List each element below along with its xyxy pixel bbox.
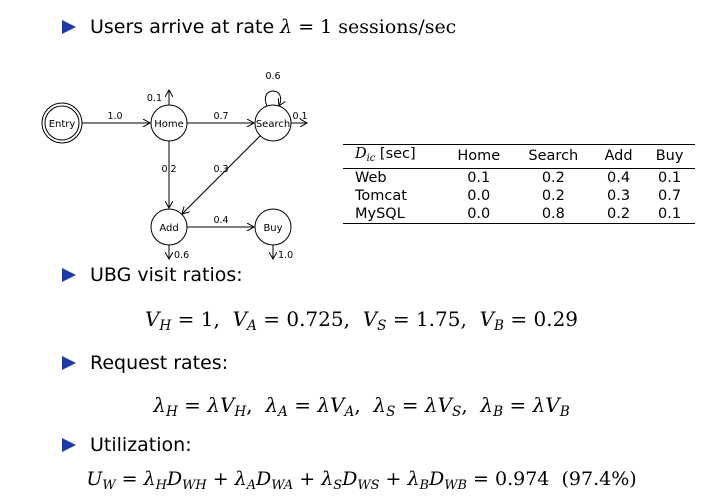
edge-label-search-self: 0.6 bbox=[265, 71, 280, 82]
table-cell: 0.7 bbox=[658, 187, 682, 204]
lambda-symbol: λ bbox=[280, 16, 293, 38]
table-header-unit: [sec] bbox=[379, 146, 416, 162]
node-add: Add bbox=[150, 208, 188, 246]
bullet-triangle-icon bbox=[62, 20, 76, 34]
table-cell: 0.3 bbox=[606, 187, 631, 204]
visit-ratios-text: UBG visit ratios: bbox=[90, 264, 243, 286]
table-row-name: Tomcat bbox=[355, 187, 407, 204]
edge-label-add-exit: 0.6 bbox=[174, 250, 189, 261]
bullet-triangle-icon bbox=[62, 438, 76, 452]
table-col-home: Home bbox=[457, 148, 501, 165]
edge-label-home-add: 0.2 bbox=[161, 164, 176, 175]
node-entry: Entry bbox=[41, 102, 83, 144]
table-header-demand: Dic [sec] bbox=[355, 146, 416, 164]
table-cell: 0.1 bbox=[467, 169, 491, 186]
table-col-search: Search bbox=[528, 148, 579, 165]
table-row: Tomcat 0.0 0.2 0.3 0.7 bbox=[343, 187, 695, 205]
arrival-eq: = 1 sessions/sec bbox=[298, 16, 457, 38]
node-home-label: Home bbox=[154, 119, 184, 130]
edge-label-add-buy: 0.4 bbox=[213, 215, 228, 226]
edge-label-search-exit: 0.1 bbox=[292, 111, 307, 122]
table-cell: 0.1 bbox=[658, 205, 682, 222]
table-col-buy: Buy bbox=[655, 148, 684, 165]
table-row: Web 0.1 0.2 0.4 0.1 bbox=[343, 168, 695, 187]
table-cell: 0.0 bbox=[467, 187, 491, 204]
request-rates-bullet: Request rates: bbox=[62, 352, 228, 374]
bullet-triangle-icon bbox=[62, 268, 76, 282]
arrival-rate-bullet: Users arrive at rate λ = 1 sessions/sec bbox=[62, 16, 456, 38]
table-cell: 0.4 bbox=[606, 169, 631, 186]
utilization-bullet: Utilization: bbox=[62, 434, 192, 456]
bullet-triangle-icon bbox=[62, 356, 76, 370]
request-rates-equation: λH = λVH, λA = λVA, λS = λVS, λB = λVB bbox=[153, 393, 570, 421]
user-behavior-graph: Entry Home Search Add Buy 1.0 0.7 0.1 0.… bbox=[41, 71, 340, 261]
visit-ratios-bullet: UBG visit ratios: bbox=[62, 264, 243, 286]
utilization-text: Utilization: bbox=[90, 434, 192, 456]
node-buy: Buy bbox=[254, 208, 292, 246]
node-add-label: Add bbox=[159, 223, 178, 234]
node-buy-label: Buy bbox=[263, 223, 282, 234]
edge-search-add bbox=[182, 135, 261, 214]
table-cell: 0.2 bbox=[541, 187, 565, 204]
table-row: MySQL 0.0 0.8 0.2 0.1 bbox=[343, 205, 695, 224]
table-cell: 0.2 bbox=[541, 169, 565, 186]
table-cell: 0.2 bbox=[606, 205, 631, 222]
visit-ratios-equation: VH = 1, VA = 0.725, VS = 1.75, VB = 0.29 bbox=[144, 307, 579, 335]
edge-search-self bbox=[264, 90, 280, 106]
demand-table: Dic [sec] Home Search Add Buy Web 0.1 0.… bbox=[343, 144, 695, 224]
edge-label-home-search: 0.7 bbox=[213, 111, 228, 122]
node-search-label: Search bbox=[256, 119, 290, 130]
edge-label-home-exit: 0.1 bbox=[147, 93, 162, 104]
table-col-add: Add bbox=[604, 148, 633, 165]
table-row-name: MySQL bbox=[355, 205, 405, 222]
table-cell: 0.0 bbox=[467, 205, 491, 222]
table-header-row: Dic [sec] Home Search Add Buy bbox=[343, 144, 695, 169]
table-cell: 0.8 bbox=[541, 205, 565, 222]
utilization-equation: UW = λHDWH + λADWA + λSDWS + λBDWB = 0.9… bbox=[86, 468, 637, 493]
edge-label-entry-home: 1.0 bbox=[107, 111, 122, 122]
arrival-text: Users arrive at rate bbox=[90, 16, 275, 38]
node-search: Search bbox=[254, 104, 292, 142]
table-row-name: Web bbox=[355, 169, 387, 186]
edge-label-buy-exit: 1.0 bbox=[278, 250, 293, 261]
table-cell: 0.1 bbox=[658, 169, 682, 186]
edge-label-search-add: 0.3 bbox=[213, 164, 228, 175]
node-home: Home bbox=[150, 104, 188, 142]
request-rates-text: Request rates: bbox=[90, 352, 229, 374]
node-entry-label: Entry bbox=[49, 119, 76, 130]
